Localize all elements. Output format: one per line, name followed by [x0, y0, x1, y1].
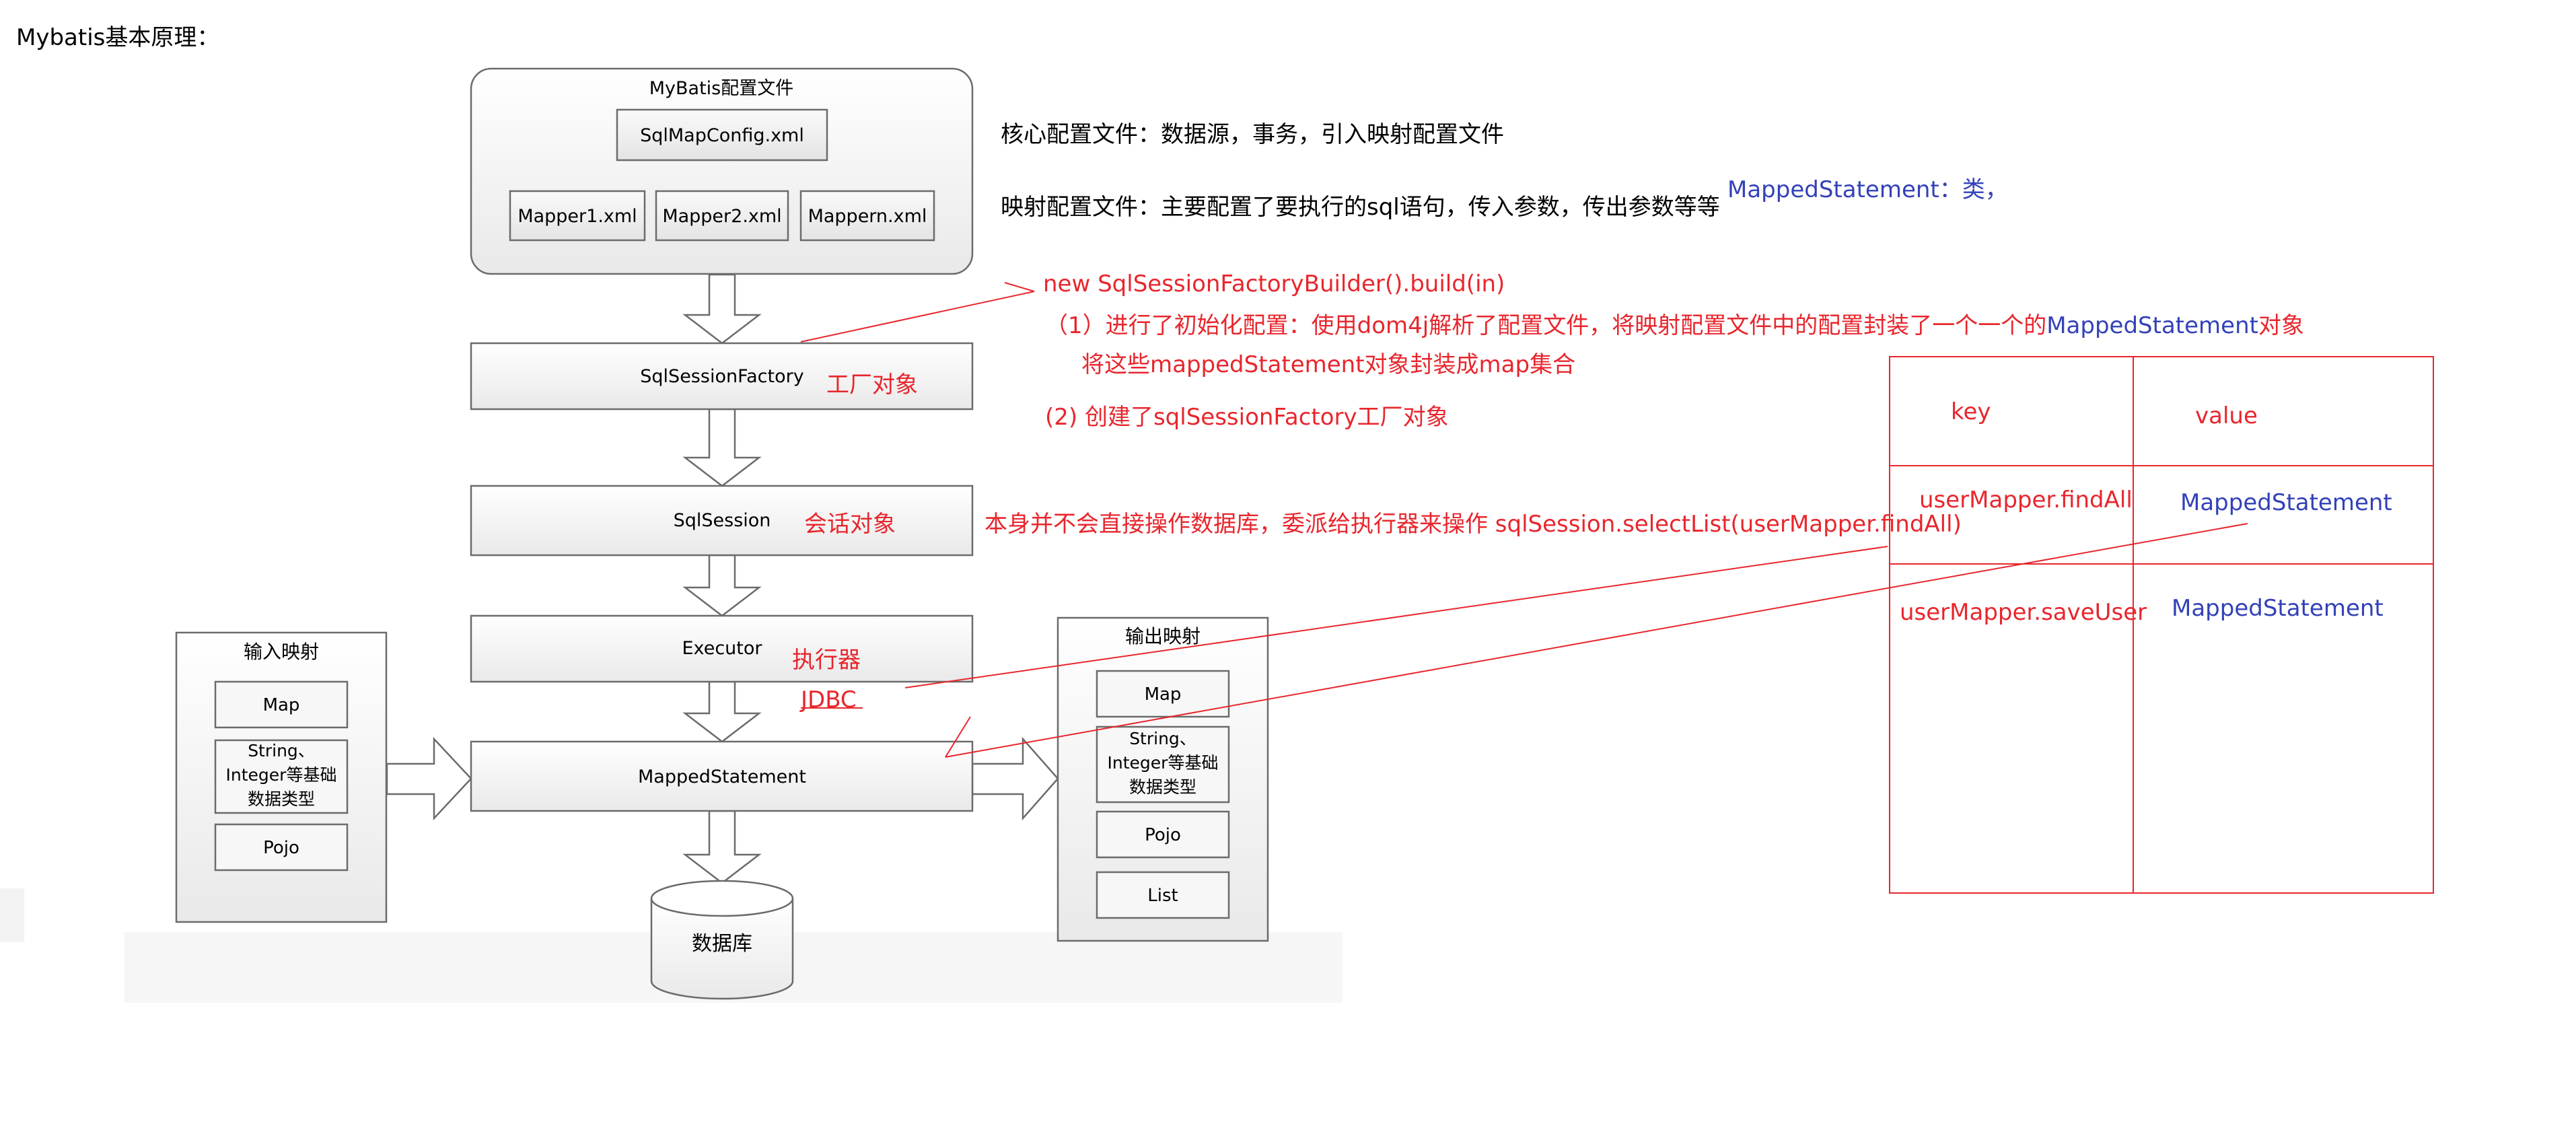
mappern-label: Mappern.xml — [808, 206, 927, 227]
input-basic-types-line3: 数据类型 — [248, 789, 315, 809]
right-arrow-output — [971, 736, 1059, 821]
input-map-box — [214, 680, 349, 729]
session-annotation: 会话对象 — [804, 511, 896, 538]
jdbc-connector — [904, 546, 1888, 688]
mapped-statement-class-note: MappedStatement：类， — [1727, 176, 2008, 203]
input-basic-types-line2: Integer等基础 — [226, 765, 337, 785]
sqlsessionfactory-box — [470, 342, 974, 411]
sqlmapconfig-label: SqlMapConfig.xml — [640, 125, 804, 146]
sqlsession-label: SqlSession — [674, 510, 771, 531]
input-mapping-title: 输入映射 — [244, 641, 319, 663]
config-file-title: MyBatis配置文件 — [649, 78, 794, 99]
output-map-label: Map — [1145, 684, 1182, 705]
map-table-row1-value: MappedStatement — [2180, 489, 2392, 516]
sqlmapconfig-box — [616, 108, 828, 162]
core-config-note: 核心配置文件：数据源，事务，引入映射配置文件 — [1001, 121, 1504, 148]
output-mapping-group: 输出映射 Map String、 Integer等基础 数据类型 Pojo Li… — [1057, 616, 1269, 942]
session-note: 本身并不会直接操作数据库，委派给执行器来操作 sqlSession.select… — [985, 511, 1962, 538]
input-basic-types-box — [214, 739, 349, 814]
flow-arrows — [386, 273, 1059, 884]
step1-suffix: 对象 — [2258, 312, 2304, 339]
jdbc-annotation: JDBC — [801, 686, 857, 713]
down-arrow-4 — [682, 680, 762, 743]
mapper1-box — [509, 190, 646, 242]
output-basic-types-box — [1096, 725, 1230, 804]
map-table-row1-key: userMapper.findAll — [1919, 487, 2133, 513]
executor-annotation: 执行器 — [792, 647, 861, 674]
output-map-box — [1096, 670, 1230, 718]
input-map-label: Map — [263, 695, 300, 715]
step1-highlight: MappedStatement — [2046, 312, 2258, 339]
background-edge — [0, 888, 24, 942]
output-basic-types-line2: Integer等基础 — [1108, 753, 1219, 773]
input-pojo-box — [214, 823, 349, 871]
input-pojo-label: Pojo — [263, 838, 299, 858]
executor-label: Executor — [682, 638, 763, 659]
mapper2-box — [655, 190, 789, 242]
statement-connector — [945, 523, 2248, 758]
mapper2-label: Mapper2.xml — [662, 206, 781, 227]
mapper-config-note: 映射配置文件：主要配置了要执行的sql语句，传入参数，传出参数等等 — [1001, 194, 1720, 221]
mappern-box — [799, 190, 935, 242]
step1-line2-annotation: 将这些mappedStatement对象封装成map集合 — [1081, 351, 1576, 378]
output-basic-types-line3: 数据类型 — [1129, 777, 1196, 797]
map-table — [1889, 356, 2434, 894]
down-arrow-1 — [682, 273, 762, 345]
sqlsession-box — [470, 485, 974, 557]
output-mapping-title: 输出映射 — [1125, 625, 1201, 647]
down-arrow-3 — [682, 554, 762, 617]
flow-boxes: SqlSessionFactory SqlSession Executor Ma… — [470, 342, 974, 812]
output-basic-types-line1: String、 — [1129, 729, 1196, 748]
builder-call-annotation: new SqlSessionFactoryBuilder().build(in) — [1043, 271, 1505, 297]
map-table-row2-value: MappedStatement — [2172, 595, 2384, 622]
mappedstatement-box — [470, 740, 974, 812]
output-list-label: List — [1147, 886, 1178, 906]
step1-prefix: （1）进行了初始化配置：使用dom4j解析了配置文件，将映射配置文件中的配置封装… — [1045, 312, 2047, 339]
right-arrow-input — [386, 736, 472, 821]
down-arrow-5 — [682, 810, 762, 884]
builder-connector — [800, 291, 1035, 343]
mappedstatement-label: MappedStatement — [638, 767, 806, 787]
factory-annotation: 工厂对象 — [826, 371, 918, 398]
step2-annotation: (2) 创建了sqlSessionFactory工厂对象 — [1045, 404, 1449, 431]
statement-connector-tick — [945, 716, 971, 758]
page-title: Mybatis基本原理： — [16, 24, 220, 51]
executor-box — [470, 614, 974, 683]
builder-connector-tick — [1004, 282, 1035, 292]
output-list-box — [1096, 871, 1230, 919]
config-file-group: MyBatis配置文件 SqlMapConfig.xml Mapper1.xml… — [470, 67, 974, 275]
annotation-lines — [800, 282, 2248, 758]
output-pojo-label: Pojo — [1145, 825, 1181, 845]
input-basic-types-line1: String、 — [248, 741, 315, 760]
database-label: 数据库 — [692, 932, 752, 956]
map-table-header-key: key — [1951, 398, 1991, 425]
map-table-header-value: value — [2195, 402, 2258, 429]
down-arrow-2 — [682, 408, 762, 487]
sqlsessionfactory-label: SqlSessionFactory — [640, 366, 803, 387]
database-cylinder: 数据库 — [650, 880, 794, 1000]
mapper1-label: Mapper1.xml — [517, 206, 637, 227]
input-mapping-group: 输入映射 Map String、 Integer等基础 数据类型 Pojo — [175, 631, 388, 923]
step1-annotation: （1）进行了初始化配置：使用dom4j解析了配置文件，将映射配置文件中的配置封装… — [1045, 307, 2304, 340]
output-pojo-box — [1096, 810, 1230, 859]
config-file-box — [470, 67, 974, 275]
map-table-row2-key: userMapper.saveUser — [1900, 599, 2147, 626]
map-table-border — [1889, 356, 2434, 894]
